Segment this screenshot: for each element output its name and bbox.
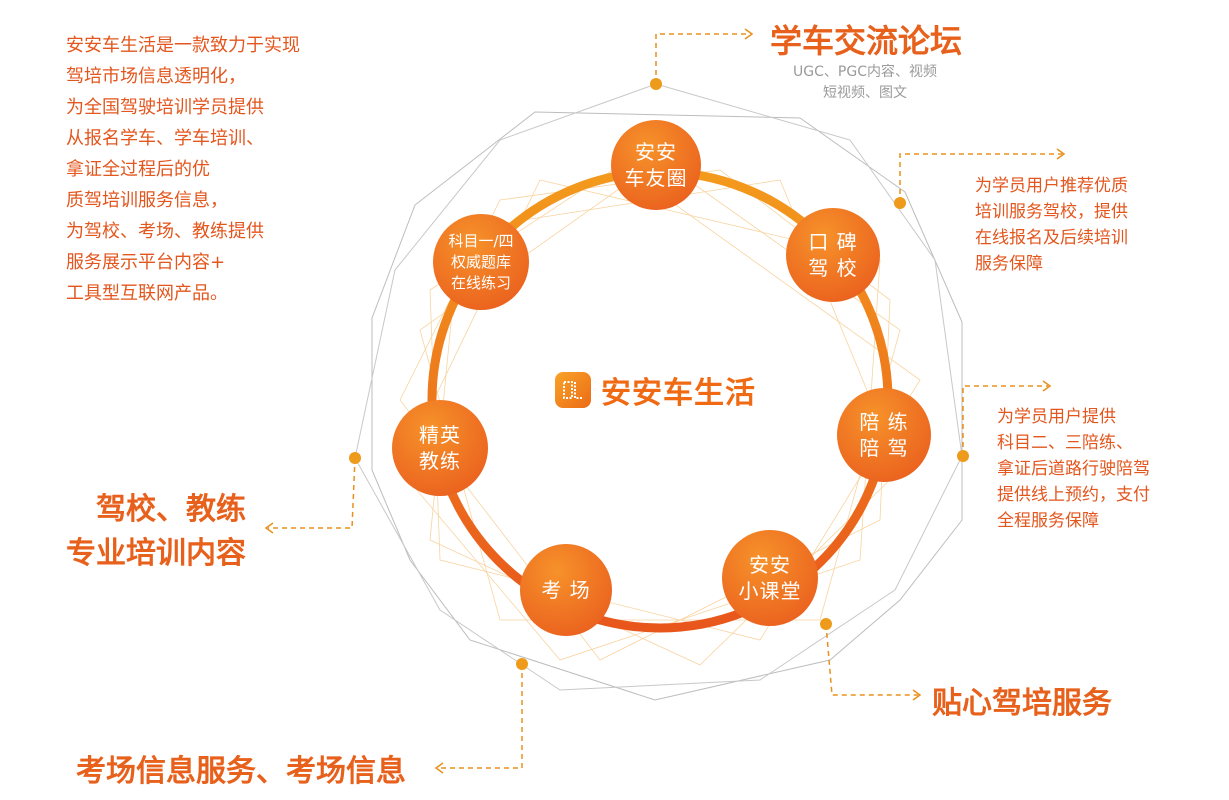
forum-subtitle: UGC、PGC内容、视频 短视频、图文 [770, 62, 960, 104]
node-label: 陪 驾 [859, 436, 909, 460]
node-classroom[interactable]: 安安 小课堂 [722, 530, 818, 626]
intro-line: 安安车生活是一款致力于实现 [66, 35, 300, 56]
forum-sub-line: 短视频、图文 [823, 85, 907, 101]
outer-polygon-2 [354, 83, 963, 691]
node-label: 安安 [635, 140, 677, 164]
node-label: 车友圈 [624, 166, 688, 190]
intro-line: 驾培市场信息透明化， [66, 66, 246, 87]
node-label: 在线练习 [450, 273, 511, 292]
node-question-bank[interactable]: 科目一/四 权威题库 在线练习 [433, 214, 529, 310]
forum-sub-line: UGC、PGC内容、视频 [793, 64, 937, 80]
node-label: 权威题库 [450, 252, 511, 271]
forum-title: 学车交流论坛 [770, 22, 963, 60]
intro-line: 质驾培训服务信息， [66, 190, 228, 211]
node-label: 陪 练 [859, 410, 909, 434]
brand-name: 安安车生活 [601, 376, 756, 411]
dashed-connectors [268, 33, 1062, 769]
coach-title-line: 驾校、教练 [96, 492, 246, 527]
node-practice-driving[interactable]: 陪 练 陪 驾 [837, 388, 931, 482]
intro-line: 为全国驾驶培训学员提供 [66, 97, 264, 118]
outer-polygon-1 [371, 111, 963, 701]
connector-dots [349, 78, 969, 670]
intro-line: 为驾校、考场、教练提供 [66, 221, 264, 242]
arrow-heads [264, 28, 1066, 774]
node-label: 考 场 [541, 578, 591, 602]
node-label: 驾 校 [808, 256, 858, 280]
desc-line: 提供线上预约，支付 [997, 485, 1150, 505]
desc-line: 为学员用户推荐优质 [975, 176, 1128, 196]
node-elite-coach[interactable]: 精英 教练 [392, 400, 488, 496]
exam-info-title: 考场信息服务、考场信息 [76, 754, 406, 789]
cl-logo-icon [555, 372, 591, 408]
node-label: 教练 [419, 449, 461, 473]
node-label: 科目一/四 [448, 231, 514, 250]
coach-title-line: 专业培训内容 [66, 536, 246, 571]
desc-line: 培训服务驾校，提供 [975, 202, 1128, 222]
node-reputation-school[interactable]: 口 碑 驾 校 [786, 208, 880, 302]
desc-line: 服务保障 [975, 254, 1043, 274]
service-title: 贴心驾培服务 [932, 686, 1112, 721]
node-car-circle[interactable]: 安安 车友圈 [611, 120, 701, 210]
node-label: 精英 [419, 423, 461, 447]
intro-line: 工具型互联网产品。 [66, 283, 228, 304]
school-description: 为学员用户推荐优质 培训服务驾校，提供 在线报名及后续培训 服务保障 [975, 173, 1128, 277]
node-label: 口 碑 [808, 230, 858, 254]
node-label: 小课堂 [738, 579, 802, 603]
coach-title: 驾校、教练 专业培训内容 [66, 488, 246, 576]
node-label: 安安 [749, 553, 791, 577]
intro-line: 服务展示平台内容+ [66, 252, 226, 273]
brand: 安安车生活 [555, 368, 756, 412]
intro-line: 拿证全过程后的优 [66, 159, 210, 180]
node-exam-site[interactable]: 考 场 [520, 544, 612, 636]
practice-description: 为学员用户提供 科目二、三陪练、 拿证后道路行驶陪驾 提供线上预约，支付 全程服… [997, 404, 1150, 534]
desc-line: 拿证后道路行驶陪驾 [997, 459, 1150, 479]
intro-text: 安安车生活是一款致力于实现 驾培市场信息透明化， 为全国驾驶培训学员提供 从报名… [66, 30, 366, 309]
desc-line: 在线报名及后续培训 [975, 228, 1128, 248]
desc-line: 全程服务保障 [997, 511, 1099, 531]
desc-line: 为学员用户提供 [997, 407, 1116, 427]
intro-line: 从报名学车、学车培训、 [66, 128, 264, 149]
desc-line: 科目二、三陪练、 [997, 433, 1133, 453]
